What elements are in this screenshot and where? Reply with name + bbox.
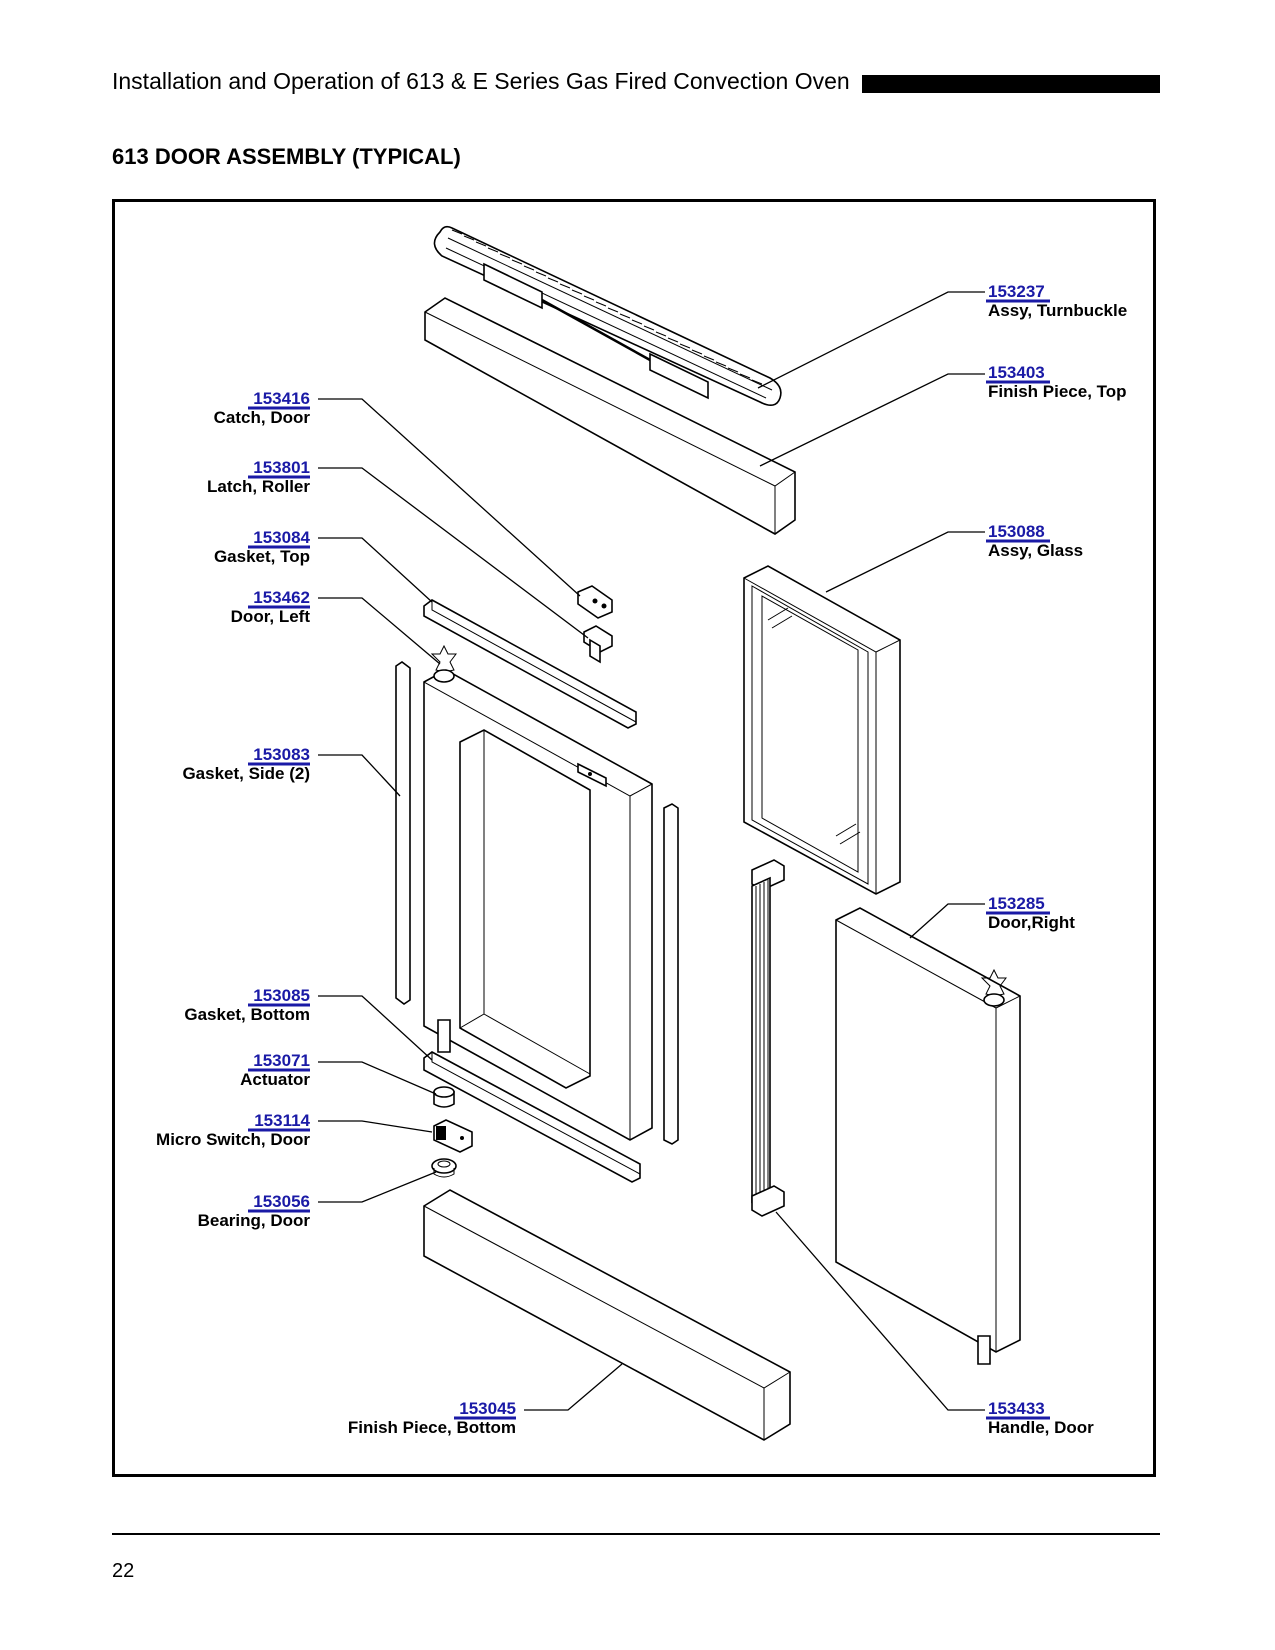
- part-number: 153433: [988, 1399, 1045, 1418]
- bearing-drawing: [431, 1158, 457, 1178]
- part-name: Door, Left: [231, 607, 311, 626]
- leader-lines: [318, 291, 985, 1411]
- part-name: Assy, Glass: [988, 541, 1083, 560]
- gasket-bottom-drawing: [423, 1051, 641, 1183]
- part-name: Door,Right: [988, 913, 1075, 932]
- callout-153083: 153083 Gasket, Side (2): [182, 745, 310, 783]
- part-name: Gasket, Bottom: [184, 1005, 310, 1024]
- callout-153433: 153433 Handle, Door: [986, 1399, 1094, 1437]
- part-name: Handle, Door: [988, 1418, 1094, 1437]
- callout-153462: 153462 Door, Left: [231, 588, 311, 626]
- part-number: 153084: [253, 528, 310, 547]
- part-number: 153071: [253, 1051, 310, 1070]
- section-title: 613 DOOR ASSEMBLY (TYPICAL): [112, 144, 461, 169]
- part-name: Micro Switch, Door: [156, 1130, 310, 1149]
- footer-rule: [112, 1533, 1160, 1535]
- part-number: 153416: [253, 389, 310, 408]
- micro-switch-drawing: [433, 1119, 473, 1153]
- part-number: 153462: [253, 588, 310, 607]
- finish-piece-top-drawing: [424, 297, 796, 535]
- glass-assembly-drawing: [743, 565, 901, 895]
- callout-153056: 153056 Bearing, Door: [198, 1192, 311, 1230]
- part-name: Finish Piece, Bottom: [348, 1418, 516, 1437]
- part-name: Gasket, Side (2): [182, 764, 310, 783]
- callout-153114: 153114 Micro Switch, Door: [156, 1111, 311, 1149]
- gasket-top-drawing: [423, 599, 637, 729]
- callout-153403: 153403 Finish Piece, Top: [986, 363, 1127, 401]
- handle-door-drawing: [751, 859, 785, 1217]
- callout-153045: 153045 Finish Piece, Bottom: [348, 1399, 516, 1437]
- part-name: Bearing, Door: [198, 1211, 311, 1230]
- door-right-drawing: [835, 907, 1021, 1365]
- gasket-side-right-drawing: [663, 803, 679, 1145]
- catch-door-drawing: [577, 585, 613, 619]
- callout-153416: 153416 Catch, Door: [214, 389, 311, 427]
- part-name: Actuator: [240, 1070, 310, 1089]
- part-number: 153801: [253, 458, 310, 477]
- part-number: 153056: [253, 1192, 310, 1211]
- page-number: 22: [112, 1560, 135, 1582]
- callout-153285: 153285 Door,Right: [986, 894, 1075, 932]
- callout-153088: 153088 Assy, Glass: [986, 522, 1083, 560]
- header-bar: [862, 75, 1160, 93]
- callout-153085: 153085 Gasket, Bottom: [184, 986, 310, 1024]
- part-number: 153083: [253, 745, 310, 764]
- page-header-title: Installation and Operation of 613 & E Se…: [112, 68, 850, 94]
- part-name: Gasket, Top: [214, 547, 310, 566]
- chain-links: [451, 229, 763, 385]
- finish-piece-bottom-drawing: [423, 1189, 791, 1441]
- callout-153237: 153237 Assy, Turnbuckle: [986, 282, 1127, 320]
- callout-153071: 153071 Actuator: [240, 1051, 310, 1089]
- part-name: Finish Piece, Top: [988, 382, 1127, 401]
- actuator-drawing: [433, 1086, 455, 1108]
- callout-153801: 153801 Latch, Roller: [207, 458, 310, 496]
- part-name: Latch, Roller: [207, 477, 310, 496]
- part-number: 153285: [988, 894, 1045, 913]
- gasket-side-left-drawing: [395, 661, 411, 1005]
- turnbuckle-drawing: [433, 225, 782, 406]
- part-number: 153088: [988, 522, 1045, 541]
- part-name: Catch, Door: [214, 408, 311, 427]
- callout-153084: 153084 Gasket, Top: [214, 528, 311, 566]
- diagram-frame: [112, 199, 1156, 1477]
- part-number: 153085: [253, 986, 310, 1005]
- door-left-drawing: [423, 644, 653, 1141]
- part-number: 153403: [988, 363, 1045, 382]
- latch-roller-drawing: [583, 625, 613, 664]
- part-number: 153237: [988, 282, 1045, 301]
- part-number: 153114: [254, 1111, 310, 1130]
- part-number: 153045: [459, 1399, 516, 1418]
- part-name: Assy, Turnbuckle: [988, 301, 1127, 320]
